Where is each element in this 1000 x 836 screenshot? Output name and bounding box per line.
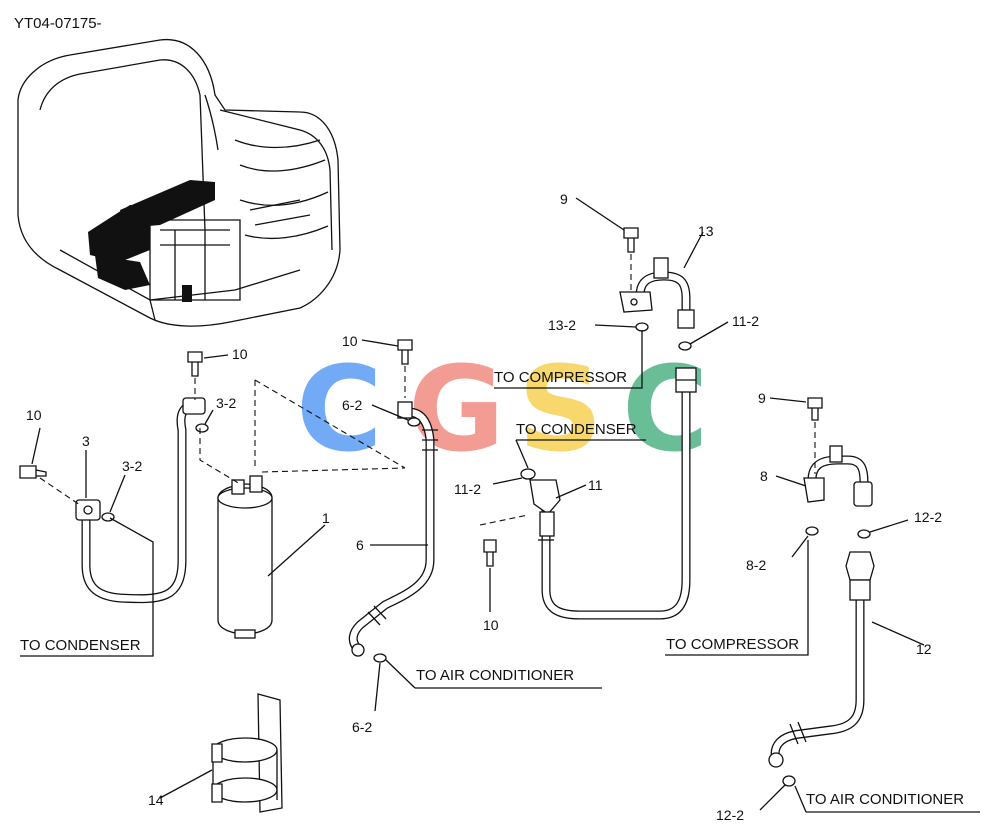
note-to-air-conditioner-right: TO AIR CONDITIONER	[806, 791, 964, 808]
watermark-letter-c2: C	[622, 340, 709, 478]
watermark-letter-s: S	[518, 340, 603, 478]
direction-notes: TO CONDENSER TO AIR CONDITIONER TO COMPR…	[20, 369, 964, 808]
note-to-air-conditioner-middle: TO AIR CONDITIONER	[416, 667, 574, 684]
note-to-compressor-top: TO COMPRESSOR	[494, 369, 627, 386]
watermark-letter-g: G	[408, 340, 505, 478]
callout-3-2-lower: 3-2	[122, 458, 142, 474]
drawing-code: YT04-07175-	[14, 15, 102, 32]
watermark: C G S C	[296, 340, 709, 478]
note-to-condenser-middle: TO CONDENSER	[516, 421, 637, 438]
callout-6-2-upper: 6-2	[342, 397, 362, 413]
callout-6: 6	[356, 537, 364, 553]
bolt-10-upper	[187, 351, 229, 400]
callout-6-2-lower: 6-2	[352, 719, 372, 735]
callout-numbers: 10 3 3-2 3-2 10 1 10 6-2 6 6-2 9 13 13-2…	[26, 191, 942, 823]
hose-6	[348, 401, 438, 663]
hose-13	[619, 227, 695, 351]
machine-cab-illustration	[17, 38, 341, 327]
callout-12-2-upper: 12-2	[914, 509, 942, 525]
callout-12-2-lower: 12-2	[716, 807, 744, 823]
callout-11-2-right: 11-2	[732, 313, 759, 329]
leader-lines	[20, 197, 980, 813]
callout-14: 14	[148, 792, 164, 808]
hose-11	[479, 367, 697, 620]
bolt-10-middle	[397, 339, 413, 398]
note-to-compressor-right: TO COMPRESSOR	[666, 636, 799, 653]
callout-12: 12	[916, 641, 932, 657]
hose-3	[19, 397, 209, 604]
clamp-14	[211, 693, 283, 813]
hose-12	[768, 551, 875, 787]
callout-11-2-left: 11-2	[454, 481, 481, 497]
callout-9-right: 9	[758, 390, 766, 406]
note-to-condenser-left: TO CONDENSER	[20, 637, 141, 654]
callout-10-middle: 10	[342, 333, 358, 349]
callout-13-2: 13-2	[548, 317, 576, 333]
callout-3: 3	[82, 433, 90, 449]
callout-1: 1	[322, 510, 330, 526]
watermark-letter-c1: C	[296, 340, 383, 478]
callout-13: 13	[698, 223, 714, 239]
callout-10-lower: 10	[483, 617, 499, 633]
callout-9-top: 9	[560, 191, 568, 207]
callout-10-upper: 10	[232, 346, 248, 362]
pipe-8	[803, 397, 873, 539]
callout-8: 8	[760, 468, 768, 484]
receiver-drier-1	[199, 379, 406, 639]
callout-3-2-upper: 3-2	[216, 395, 236, 411]
callout-11: 11	[588, 477, 603, 493]
callout-10-left: 10	[26, 407, 42, 423]
callout-8-2: 8-2	[746, 557, 766, 573]
